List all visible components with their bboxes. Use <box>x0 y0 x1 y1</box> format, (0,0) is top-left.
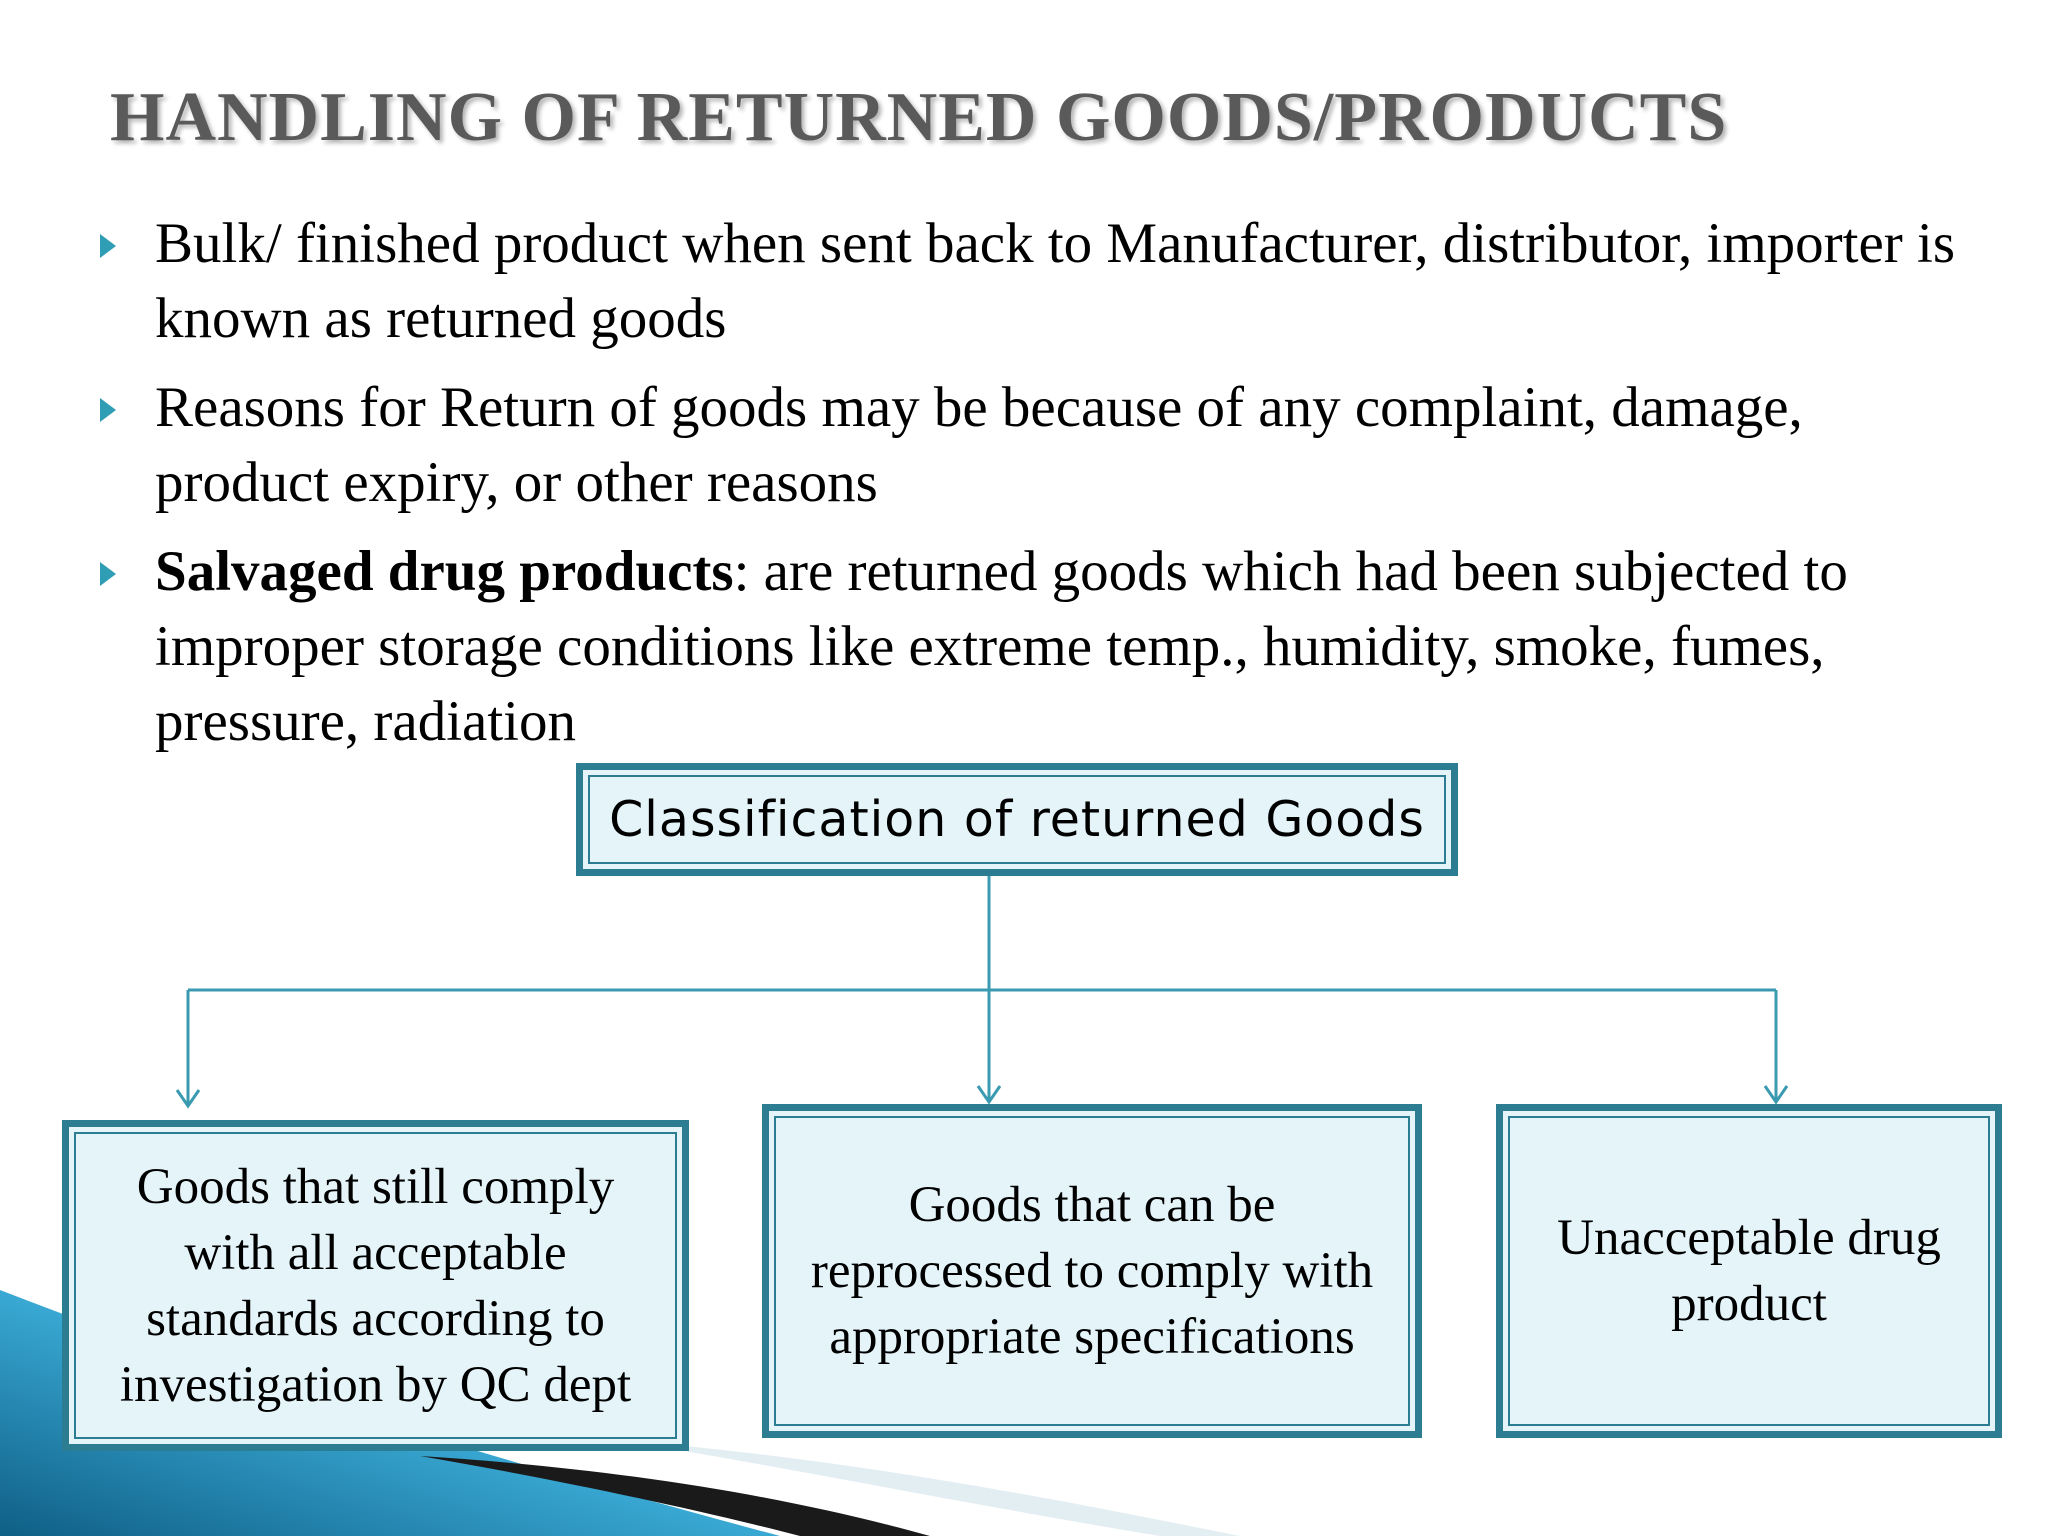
bullet-text: Bulk/ finished product when sent back to… <box>155 212 1956 350</box>
diagram-child-box: Goods that can be reprocessed to comply … <box>762 1104 1422 1438</box>
bullet-item: Salvaged drug products: are returned goo… <box>100 534 1990 759</box>
triangle-right-icon <box>100 234 116 258</box>
diagram-root-box: Classification of returned Goods <box>576 763 1458 876</box>
diagram-child-label: Goods that still comply with all accepta… <box>119 1158 632 1413</box>
triangle-right-icon <box>100 562 116 586</box>
bullet-item: Bulk/ finished product when sent back to… <box>100 206 1990 356</box>
diagram-child-label: Goods that can be reprocessed to comply … <box>810 1177 1374 1365</box>
diagram-root-label: Classification of returned Goods <box>609 791 1425 848</box>
bullet-text: : are returned goods which had been subj… <box>155 540 1848 753</box>
diagram-child-box: Goods that still comply with all accepta… <box>62 1120 689 1451</box>
diagram-child-box: Unacceptable drug product <box>1496 1104 2002 1438</box>
arrow-down-icon <box>1763 1085 1789 1105</box>
diagram-child-label: Unacceptable drug product <box>1557 1210 1941 1332</box>
arrow-down-icon <box>976 1085 1002 1105</box>
arrow-down-icon <box>175 1089 201 1109</box>
triangle-right-icon <box>100 398 116 422</box>
bullet-text: Reasons for Return of goods may be becau… <box>155 376 1803 514</box>
slide-title: HANDLING OF RETURNED GOODS/PRODUCTS <box>110 79 1728 156</box>
bullet-item: Reasons for Return of goods may be becau… <box>100 370 1990 520</box>
bullet-list: Bulk/ finished product when sent back to… <box>100 206 1990 773</box>
bullet-bold-text: Salvaged drug products <box>155 540 734 603</box>
